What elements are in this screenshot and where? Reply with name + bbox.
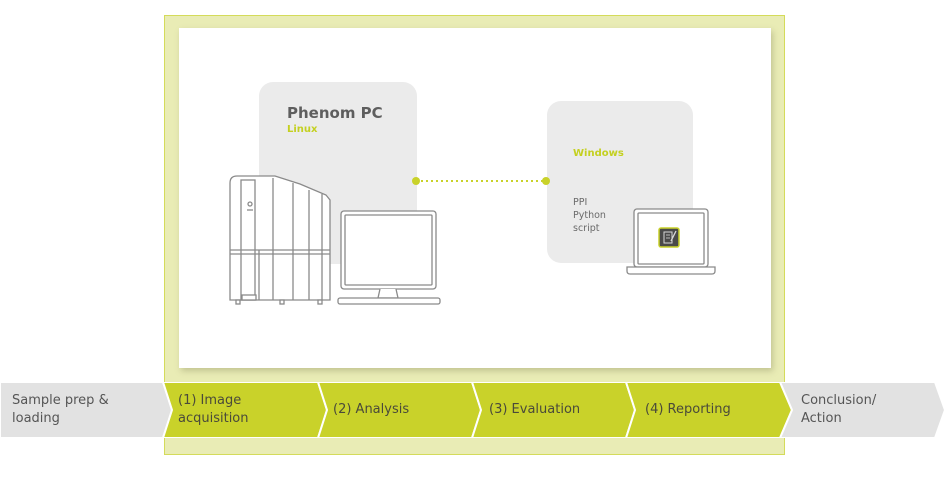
step-label-line: (4) Reporting — [645, 402, 731, 417]
phenom-pc-title: Phenom PC — [287, 104, 383, 122]
chevron-step-5 — [778, 382, 947, 438]
step-conclusion: Conclusion/ Action — [801, 382, 876, 438]
sem-instrument-icon — [229, 175, 331, 305]
network-connection — [412, 177, 550, 185]
connection-endpoint-user — [542, 177, 550, 185]
step-image-acquisition: (1) Image acquisition — [178, 382, 249, 438]
note-line: Python — [573, 210, 606, 221]
step-label-line: Conclusion/ — [801, 393, 877, 408]
step-label-line: Sample prep & — [12, 393, 109, 408]
step-evaluation: (3) Evaluation — [489, 382, 580, 438]
user-pc-note: PPI Python script — [573, 196, 606, 235]
user-pc-os: Windows — [573, 148, 624, 159]
step-label-line: (1) Image — [178, 393, 242, 408]
chevron-step-2 — [316, 382, 483, 438]
phenom-pc-os: Linux — [287, 124, 318, 135]
chevron-step-3 — [470, 382, 637, 438]
script-icon — [658, 227, 680, 248]
chevron-step-4 — [624, 382, 794, 438]
connection-endpoint-phenom — [412, 177, 420, 185]
monitor-icon — [337, 210, 441, 305]
step-label-line: acquisition — [178, 411, 249, 426]
step-label-line: (3) Evaluation — [489, 402, 581, 417]
process-chevrons — [0, 382, 947, 438]
step-reporting: (4) Reporting — [645, 382, 731, 438]
step-label-line: Action — [801, 411, 842, 426]
step-analysis: (2) Analysis — [333, 382, 409, 438]
step-label-line: loading — [12, 411, 60, 426]
step-label-line: (2) Analysis — [333, 402, 410, 417]
note-line: PPI — [573, 197, 588, 208]
step-sample-prep: Sample prep & loading — [12, 382, 109, 438]
chevron-step-1 — [161, 382, 329, 438]
process-flow: Sample prep & loading (1) Image acquisit… — [0, 382, 950, 438]
note-line: script — [573, 223, 600, 234]
